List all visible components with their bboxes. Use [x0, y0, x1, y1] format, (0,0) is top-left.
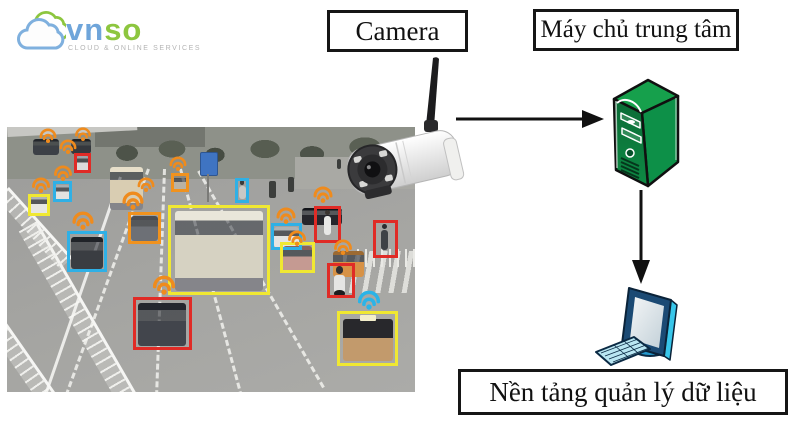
person-body	[380, 229, 389, 250]
wifi-signal-icon-suv-dark-blue	[69, 211, 97, 231]
person-pedestrian-red	[322, 210, 333, 241]
motorcycle-motorcyclist-red	[331, 266, 348, 297]
car-sedan-pink-yellow	[283, 246, 312, 271]
wifi-signal-icon-car-top-b	[73, 127, 93, 142]
taxi-roof-sign	[360, 315, 376, 321]
vnso-logo: vnso CLOUD & ONLINE SERVICES	[8, 4, 208, 60]
person-cyclist-red	[379, 224, 390, 256]
wifi-signal-icon-car-white-blue-2	[273, 207, 299, 225]
bounding-box-suv-dark-blue	[67, 231, 107, 272]
detection-overlays	[7, 127, 415, 392]
wifi-signal-icon-car-top-a	[37, 128, 59, 144]
bounding-box-motorcyclist-red	[327, 263, 355, 298]
traffic-detection-photo	[7, 127, 415, 392]
taxi-taxi-yellow	[343, 315, 393, 361]
bus-bus-articulated-yellow	[175, 211, 263, 291]
wifi-signal-icon-suv-grey-orange	[119, 191, 147, 211]
wifi-signal-icon-sedan-pink-yellow	[285, 230, 309, 247]
pedestrian	[288, 177, 294, 192]
road-sign	[200, 152, 218, 176]
bounding-box-car-white-yellow	[28, 194, 50, 216]
person-body	[238, 185, 246, 199]
wifi-signal-icon-car-white-yellow	[29, 177, 53, 194]
server-icon	[612, 78, 680, 188]
car-car-white-red	[76, 156, 89, 171]
logo-tagline: CLOUD & ONLINE SERVICES	[68, 45, 202, 52]
motorcycle-wheel	[334, 290, 345, 297]
central-server-label-text: Máy chủ trung tâm	[540, 16, 732, 43]
pedestrian-fence	[357, 249, 415, 267]
arrow-server-to-platform	[632, 190, 650, 284]
person-body	[333, 274, 346, 294]
bounding-box-taxi-yellow	[337, 311, 398, 366]
logo-vn: vn	[66, 12, 105, 47]
car-car-top-b	[71, 139, 91, 154]
car-suv-grey-orange	[131, 216, 158, 241]
bounding-box-pedestrian-blue	[235, 178, 249, 203]
pedestrian	[269, 181, 276, 198]
car-car-top-a	[33, 139, 59, 155]
bounding-box-car-white-red	[74, 153, 91, 173]
car-car-tan-orange	[173, 176, 187, 190]
central-server-label-box: Máy chủ trung tâm	[533, 9, 739, 51]
camera-label-box: Camera	[327, 10, 468, 52]
person-head	[239, 180, 245, 185]
wifi-signal-icon-car-white-red	[57, 139, 79, 155]
bounding-box-car-white-blue	[53, 181, 72, 202]
logo-wordmark: vnso	[66, 12, 142, 48]
bounding-box-suv-grey-orange	[128, 212, 161, 244]
bounding-box-suv-dark-red	[133, 297, 192, 350]
person-pedestrian-blue	[237, 180, 247, 201]
arrow-camera-to-server	[456, 110, 604, 128]
road-sign-pole	[207, 174, 209, 202]
wifi-signal-icon-car-black	[310, 186, 336, 204]
car-car-black	[302, 208, 342, 225]
camera-label-text: Camera	[355, 15, 440, 46]
wifi-signal-icon-bus-cream	[135, 177, 157, 193]
wifi-signal-icon-taxi-orange	[331, 239, 355, 256]
wifi-signal-icon-car-tan-orange	[167, 156, 189, 172]
person-body	[323, 215, 332, 236]
computer-icon	[595, 287, 678, 366]
cloud-icon	[17, 11, 70, 50]
wifi-signal-icon-car-white-blue	[51, 165, 75, 182]
bounding-box-bus-articulated-yellow	[168, 205, 270, 295]
person-head	[382, 224, 387, 229]
bounding-box-car-white-blue-2	[271, 223, 302, 250]
bounding-box-cyclist-red	[373, 220, 398, 258]
car-car-white-yellow	[30, 197, 48, 214]
wifi-signal-icon-suv-dark-red	[149, 275, 179, 296]
logo-so: so	[104, 12, 143, 47]
data-platform-label-box: Nền tảng quản lý dữ liệu	[458, 369, 788, 415]
car-car-white-blue	[55, 185, 70, 201]
bounding-box-pedestrian-red	[314, 206, 341, 243]
person-head	[325, 210, 330, 215]
bounding-box-car-tan-orange	[171, 173, 189, 192]
car-suv-dark-blue	[71, 237, 103, 269]
wifi-signal-icon-taxi-yellow	[354, 290, 384, 311]
car-suv-dark-red	[138, 303, 186, 346]
pedestrian	[337, 159, 341, 169]
person-head	[335, 266, 344, 274]
data-platform-label-text: Nền tảng quản lý dữ liệu	[489, 376, 757, 407]
